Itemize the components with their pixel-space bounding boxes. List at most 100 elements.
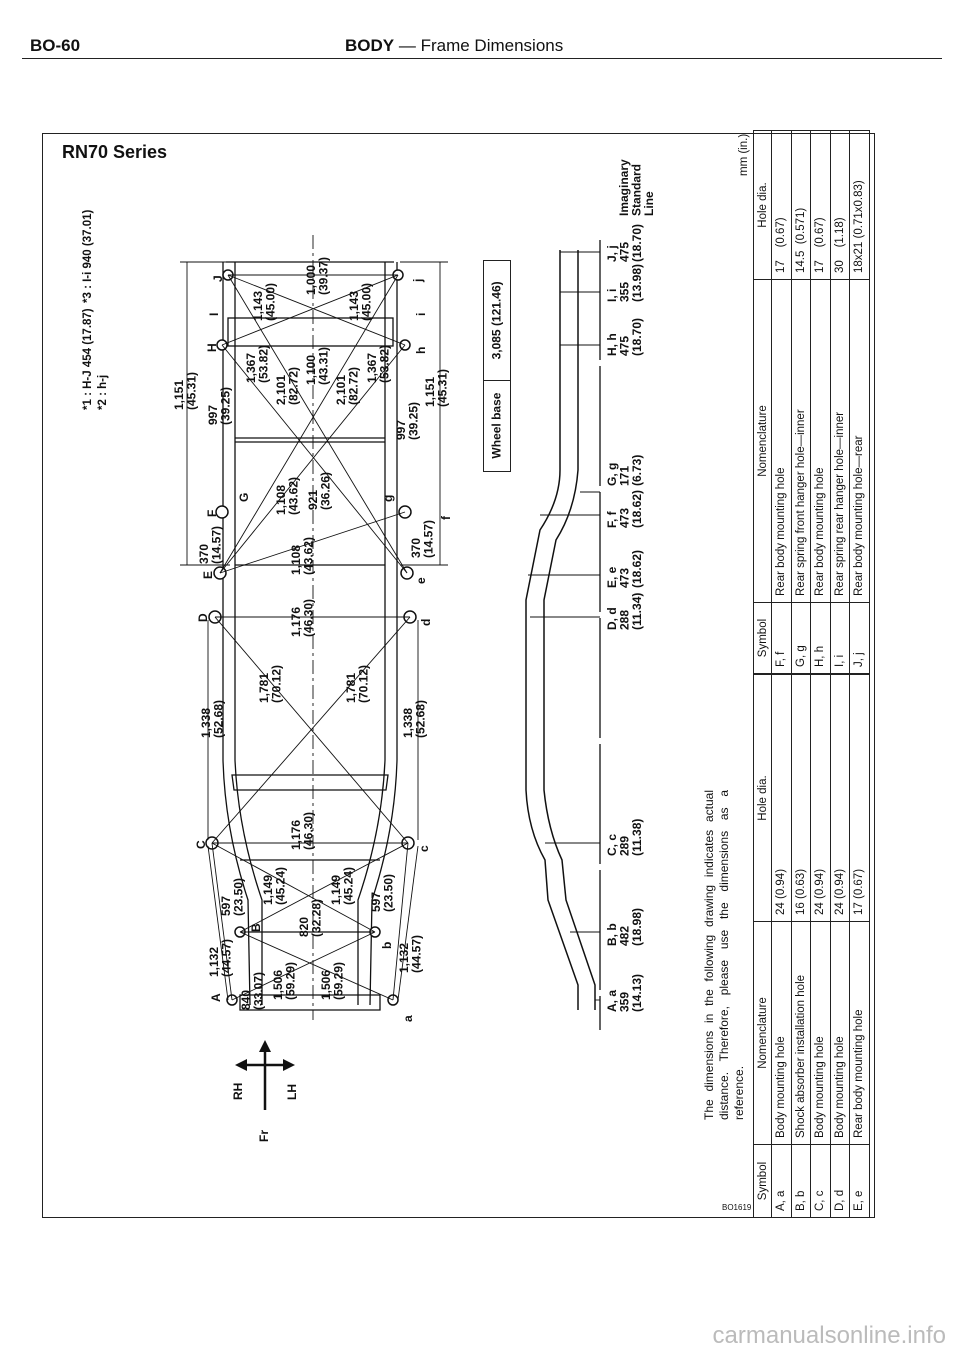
height-in: (18.70) xyxy=(630,223,645,262)
dim-label: 1,100 (43.31) xyxy=(304,346,331,385)
height-in: (6.73) xyxy=(630,454,645,486)
section-name: BODY xyxy=(345,36,395,55)
point-b: b xyxy=(380,941,394,949)
cell-symbol: D, d xyxy=(830,1144,850,1218)
dim-label: 1,506 (59.29) xyxy=(271,961,298,1000)
point-E: E xyxy=(201,570,215,579)
compass-rh: RH xyxy=(231,1082,245,1100)
height-in: (18.62) xyxy=(630,549,645,588)
cell-nomenclature: Body mounting hole xyxy=(771,921,791,1145)
point-f: f xyxy=(439,516,453,520)
col-nomenclature: Nomenclature xyxy=(753,921,772,1145)
figure-frame xyxy=(42,133,875,1218)
dim-label: 597 (23.50) xyxy=(219,877,246,916)
height-in: (14.13) xyxy=(630,973,645,1012)
cell-symbol: I, i xyxy=(830,602,850,674)
dim-label: 1,108 (43.62) xyxy=(289,536,316,575)
point-C: C xyxy=(194,840,208,849)
cell-hole-dia: 18x21 (0.71x0.83) xyxy=(849,130,869,280)
page-title: BODY — Frame Dimensions xyxy=(345,36,564,55)
cell-nomenclature: Rear spring front hanger hole—inner xyxy=(791,279,811,603)
point-g: g xyxy=(381,494,395,502)
height-symbol: A, a xyxy=(605,989,619,1012)
cell-nomenclature: Body mounting hole xyxy=(830,921,850,1145)
height-symbol: H, h xyxy=(605,333,619,356)
point-d: d xyxy=(419,618,433,626)
dim-label: 2,101 (82.72) xyxy=(274,366,301,405)
cell-nomenclature: Shock absorber installation hole xyxy=(791,921,811,1145)
table-header: Symbol Nomenclature Hole dia. xyxy=(753,674,772,1218)
point-j: j xyxy=(411,278,425,282)
dim-label: 921 (36.26) xyxy=(306,471,333,510)
height-in: (13.98) xyxy=(630,263,645,302)
dim-label: 820 (32.28) xyxy=(297,898,324,937)
dimension-note: The dimensions in the following drawing … xyxy=(702,790,746,1120)
col-nomenclature: Nomenclature xyxy=(753,279,772,603)
cell-nomenclature: Rear body mounting hole xyxy=(810,279,830,603)
standard-line-label: Imaginary Standard Line xyxy=(617,159,657,216)
dim-label: 1,367 (53.82) xyxy=(244,344,271,383)
dim-label: 1,151 (45.31) xyxy=(423,368,450,407)
point-a: a xyxy=(401,1015,415,1022)
dim-label: 1,781 (70.12) xyxy=(257,664,284,703)
left-rail-inner xyxy=(234,262,263,1005)
cell-hole-dia: 30 (1.18) xyxy=(830,130,850,280)
dim-label: 1,338 (52.68) xyxy=(401,699,428,738)
compass-fr: Fr xyxy=(257,1130,271,1142)
point-I: I xyxy=(207,312,221,316)
height-symbol: I, i xyxy=(605,288,619,302)
cell-hole-dia: 17 (0.67) xyxy=(810,130,830,280)
col-hole-dia: Hole dia. xyxy=(753,130,772,280)
dim-label: 1,143 (45.00) xyxy=(347,282,374,321)
watermark: carmanualsonline.info xyxy=(712,1322,946,1349)
table-header: Symbol Nomenclature Hole dia. xyxy=(753,130,772,674)
height-in: (11.38) xyxy=(630,818,645,856)
height-in: (11.34) xyxy=(630,592,645,630)
dim-label: 1,149 (45.24) xyxy=(261,866,288,905)
dim-label: 370 (14.57) xyxy=(197,525,224,564)
cell-nomenclature: Rear body mounting hole xyxy=(771,279,791,603)
section-subtitle: Frame Dimensions xyxy=(420,36,564,55)
point-H: H xyxy=(205,343,219,352)
dim-label: 1,149 (45.24) xyxy=(329,866,356,905)
wheel-base-divider xyxy=(484,380,510,382)
series-title: RN70 Series xyxy=(62,142,168,162)
dim-label: 2,101 (82.72) xyxy=(334,366,361,405)
height-in: (18.62) xyxy=(630,489,645,528)
cell-nomenclature: Rear body mounting hole xyxy=(849,921,869,1145)
dim-label: 997 (39.25) xyxy=(394,401,421,440)
compass-lh: LH xyxy=(285,1084,299,1100)
cell-hole-dia: 24 (0.94) xyxy=(810,674,830,922)
dim-label: 997 (39.25) xyxy=(206,386,233,425)
dim-label: 597 (23.50) xyxy=(369,873,396,912)
dim-label: 1,000 (39.37) xyxy=(304,256,331,295)
header-rule xyxy=(22,58,942,59)
point-e: e xyxy=(414,577,428,584)
cell-symbol: B, b xyxy=(791,1144,811,1218)
cell-symbol: A, a xyxy=(771,1144,791,1218)
dim-label: 1,151 (45.31) xyxy=(172,371,199,410)
wheel-base-value: 3,085 (121.46) xyxy=(489,281,504,360)
point-D: D xyxy=(196,613,210,622)
right-rail-inner xyxy=(357,262,386,1005)
height-symbol: J, j xyxy=(605,245,619,262)
cell-symbol: E, e xyxy=(849,1144,869,1218)
dim-label: 1,176 (46.30) xyxy=(289,598,316,637)
point-G: G xyxy=(237,492,251,502)
cell-symbol: F, f xyxy=(771,602,791,674)
cell-symbol: J, j xyxy=(849,602,869,674)
side-rail-top xyxy=(525,250,579,1010)
